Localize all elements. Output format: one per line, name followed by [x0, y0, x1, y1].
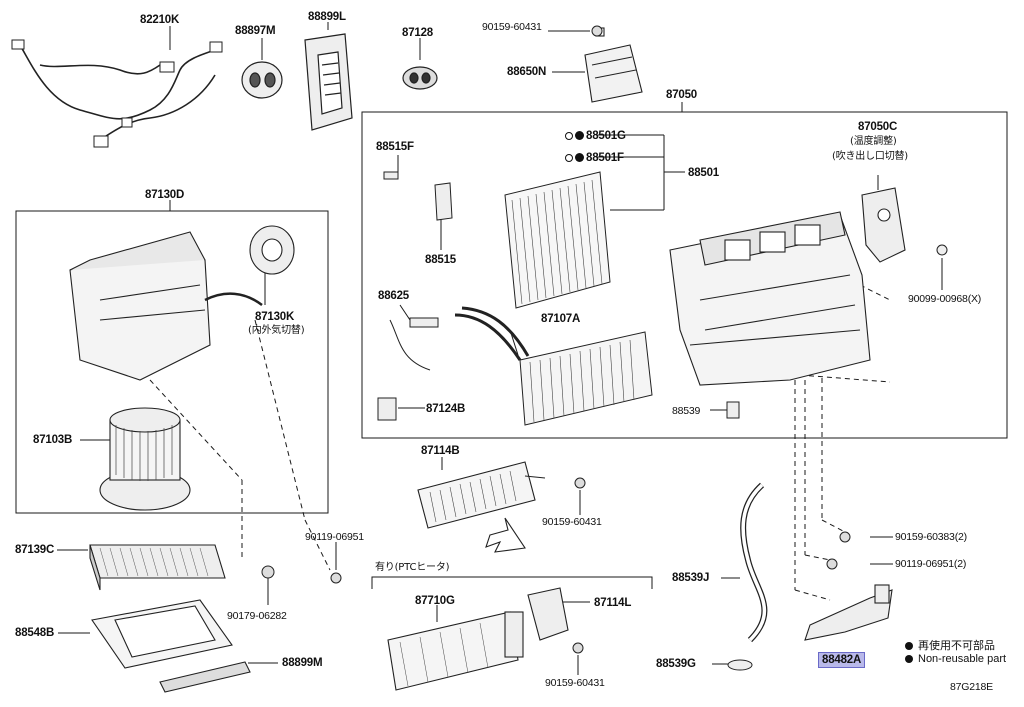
label-87107A[interactable]: 87107A: [541, 313, 581, 325]
label-88515F[interactable]: 88515F: [376, 141, 414, 153]
frame-ptc: [371, 576, 653, 589]
label-90119-06951-left[interactable]: 90119-06951: [305, 531, 364, 543]
label-88899M[interactable]: 88899M: [282, 657, 323, 669]
label-87139C[interactable]: 87139C: [15, 544, 55, 556]
label-88625[interactable]: 88625: [378, 290, 409, 302]
label-87130K[interactable]: 87130K: [255, 311, 295, 323]
label-90159-60431-top[interactable]: 90159-60431: [482, 21, 542, 33]
label-88548B[interactable]: 88548B: [15, 627, 55, 639]
label-88897M[interactable]: 88897M: [235, 25, 276, 37]
label-88501[interactable]: 88501: [688, 167, 719, 179]
legend-en-text: Non-reusable part: [918, 653, 1007, 665]
label-82210K[interactable]: 82210K: [140, 14, 180, 26]
legend-jp: 再使用不可部品: [905, 637, 995, 653]
label-87050C-note2: (吹き出し口切替): [832, 151, 909, 162]
label-88501G-text: 88501G: [586, 130, 626, 142]
non-reusable-dot-icon: [575, 153, 584, 163]
legend-jp-text: 再使用不可部品: [918, 640, 995, 652]
label-88515[interactable]: 88515: [425, 254, 456, 266]
label-87710G[interactable]: 87710G: [415, 595, 455, 607]
non-reusable-dot-icon: [905, 642, 913, 651]
label-90119-06951-right[interactable]: 90119-06951(2): [895, 558, 967, 570]
label-87124B[interactable]: 87124B: [426, 403, 466, 415]
label-90159-60431-bot[interactable]: 90159-60431: [545, 677, 605, 689]
label-87114B[interactable]: 87114B: [421, 445, 460, 457]
label-88539[interactable]: 88539: [672, 405, 701, 417]
label-87114L[interactable]: 87114L: [594, 597, 632, 609]
label-88650N[interactable]: 88650N: [507, 66, 547, 78]
label-90159-60383[interactable]: 90159-60383(2): [895, 531, 967, 543]
non-reusable-dot-icon: [575, 131, 584, 141]
label-88501G[interactable]: 88501G: [565, 130, 626, 142]
label-87050[interactable]: 87050: [666, 89, 697, 101]
washer-icon: [565, 131, 573, 140]
label-87130D[interactable]: 87130D: [145, 189, 185, 201]
label-87130K-note: (内外気切替): [248, 325, 305, 336]
frame-87130D: [15, 210, 329, 514]
label-88539G[interactable]: 88539G: [656, 658, 696, 670]
label-90099-00968[interactable]: 90099-00968(X): [908, 293, 982, 305]
label-88501F[interactable]: 88501F: [565, 152, 624, 164]
legend-en: Non-reusable part: [905, 653, 1006, 665]
label-88899L[interactable]: 88899L: [308, 11, 346, 23]
label-90159-60431-mid[interactable]: 90159-60431: [542, 516, 602, 528]
label-ptc-option: 有り(PTCヒータ): [375, 562, 450, 573]
frame-87050: [361, 111, 1008, 439]
non-reusable-dot-icon: [905, 655, 913, 664]
washer-icon: [565, 153, 573, 162]
diagram-id: 87G218E: [950, 681, 993, 693]
label-87050C[interactable]: 87050C: [858, 121, 898, 133]
label-88501F-text: 88501F: [586, 152, 624, 164]
label-87128[interactable]: 87128: [402, 27, 433, 39]
label-87103B[interactable]: 87103B: [33, 434, 73, 446]
label-88539J[interactable]: 88539J: [672, 572, 710, 584]
label-87050C-note1: (温度調整): [850, 136, 897, 147]
label-90179-06282[interactable]: 90179-06282: [227, 610, 287, 622]
label-88482A-highlighted[interactable]: 88482A: [818, 652, 866, 668]
